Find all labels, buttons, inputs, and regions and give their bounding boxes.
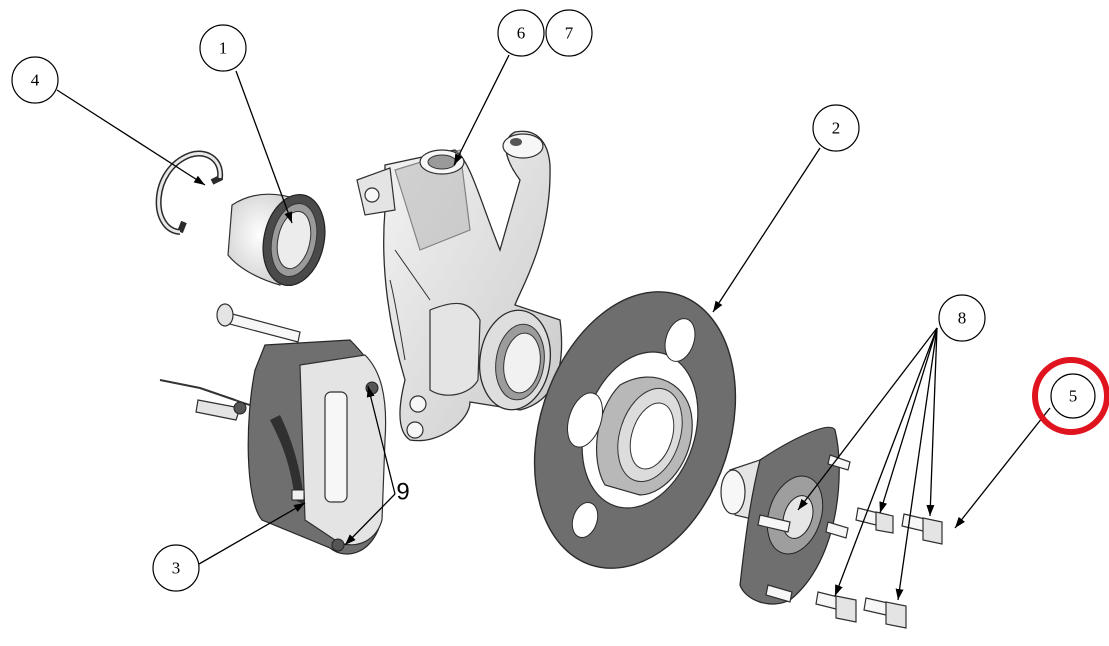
bolt-3 [815,591,857,623]
caliper-part [159,303,387,555]
callout-6: 6 [497,9,545,57]
circlip-part [155,150,224,235]
callout-8-label: 8 [958,309,967,328]
callout-9-label: 9 [396,479,409,506]
callout-3-label: 3 [172,559,181,578]
callout-2-label: 2 [832,119,841,138]
callout-5-label: 5 [1069,387,1078,406]
callout-8: 8 [938,294,986,342]
callout-2: 2 [812,104,860,152]
hub-part [720,426,851,605]
callout-4-label: 4 [31,71,40,90]
highlight-ring [1032,357,1109,435]
callout-9: 9 [396,479,409,506]
callout-1-label: 1 [219,39,228,58]
bolt-1 [855,507,894,534]
knuckle-part [356,130,563,442]
callout-4: 4 [11,56,59,104]
brake-disc-part [533,291,737,569]
callout-1: 1 [199,24,247,72]
callout-7: 7 [545,9,593,57]
bolt-2 [901,513,943,545]
callout-5: 5 [1032,357,1109,435]
callout-6-label: 6 [517,24,526,43]
callout-3: 3 [152,544,200,592]
hub-bolts-part [815,507,943,629]
bearing-part [227,193,326,287]
leader-lines [56,54,1051,601]
callout-7-label: 7 [565,24,574,43]
bolt-4 [863,597,907,629]
